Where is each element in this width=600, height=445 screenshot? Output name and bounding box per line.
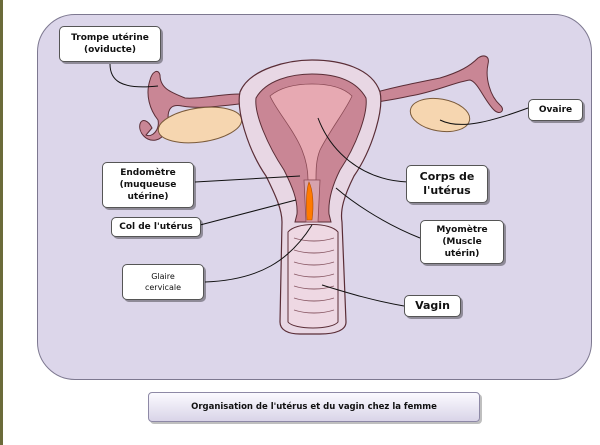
label-myometre: Myomètre (Muscle utérin) — [420, 220, 504, 264]
figure-caption: Organisation de l'utérus et du vagin che… — [148, 392, 480, 422]
fallopian-tube-right — [361, 55, 503, 113]
ovary-right — [409, 97, 471, 133]
label-col-uterus: Col de l'utérus — [111, 217, 201, 237]
window-left-border — [0, 0, 3, 445]
vagina — [287, 224, 339, 329]
label-glaire-cervicale: Glaire cervicale — [122, 264, 204, 300]
label-vagin: Vagin — [404, 295, 461, 317]
label-ovaire: Ovaire — [528, 99, 583, 121]
label-trompe-uterine: Trompe utérine (oviducte) — [59, 26, 161, 62]
label-corps-uterus: Corps de l'utérus — [406, 165, 488, 203]
fallopian-tube-left — [139, 70, 263, 141]
endometrium — [269, 83, 353, 181]
vaginal-folds — [293, 237, 335, 314]
label-endometre: Endomètre (muqueuse utérine) — [102, 162, 194, 208]
cervical-mucus — [306, 181, 314, 221]
leader-lines — [109, 63, 529, 307]
